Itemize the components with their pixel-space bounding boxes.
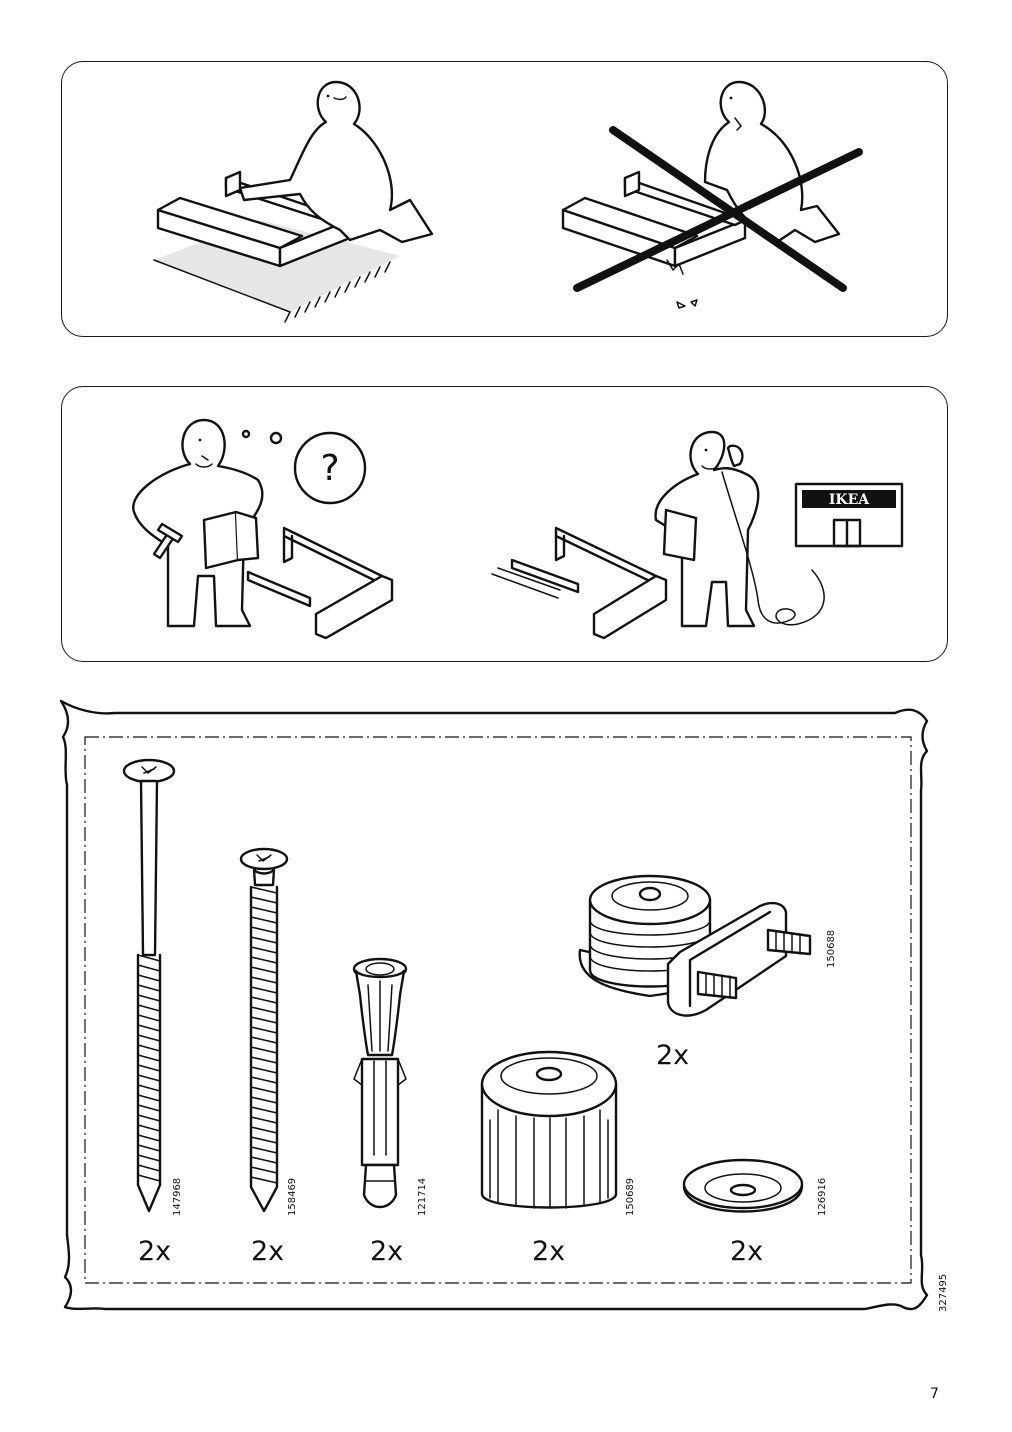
part-quantity: 2x (138, 1236, 172, 1267)
bag-article-number: 327495 (938, 1273, 949, 1312)
short-screw-icon (239, 847, 289, 1213)
article-number: 150688 (826, 929, 837, 968)
panel-need-help (61, 386, 948, 662)
leveling-bracket-icon (578, 874, 812, 1017)
part-quantity: 2x (370, 1236, 404, 1267)
parts-bag-outline (59, 699, 929, 1311)
do-not-assemble-on-hard-floor-illustration (561, 80, 863, 309)
article-number: 158469 (287, 1177, 298, 1216)
part-quantity: 2x (730, 1236, 764, 1267)
article-number: 121714 (417, 1177, 428, 1216)
person-calling-ikea-illustration: IKEA (491, 430, 904, 640)
ikea-sign-text: IKEA (829, 492, 870, 508)
panel-assembly-surface (61, 61, 948, 337)
page-number: 7 (930, 1386, 939, 1402)
article-number: 126916 (817, 1177, 828, 1216)
washer-icon (682, 1158, 804, 1213)
part-quantity: 2x (656, 1040, 690, 1071)
question-mark: ? (320, 448, 339, 489)
part-quantity: 2x (532, 1236, 566, 1267)
article-number: 150689 (625, 1177, 636, 1216)
article-number: 147968 (172, 1177, 183, 1216)
long-screw-icon (122, 758, 176, 1213)
wall-plug-icon (352, 957, 408, 1209)
assemble-on-rug-illustration (153, 80, 434, 323)
adjustable-foot-icon (480, 1050, 618, 1209)
part-quantity: 2x (251, 1236, 285, 1267)
confused-person-illustration: ? (132, 418, 394, 640)
